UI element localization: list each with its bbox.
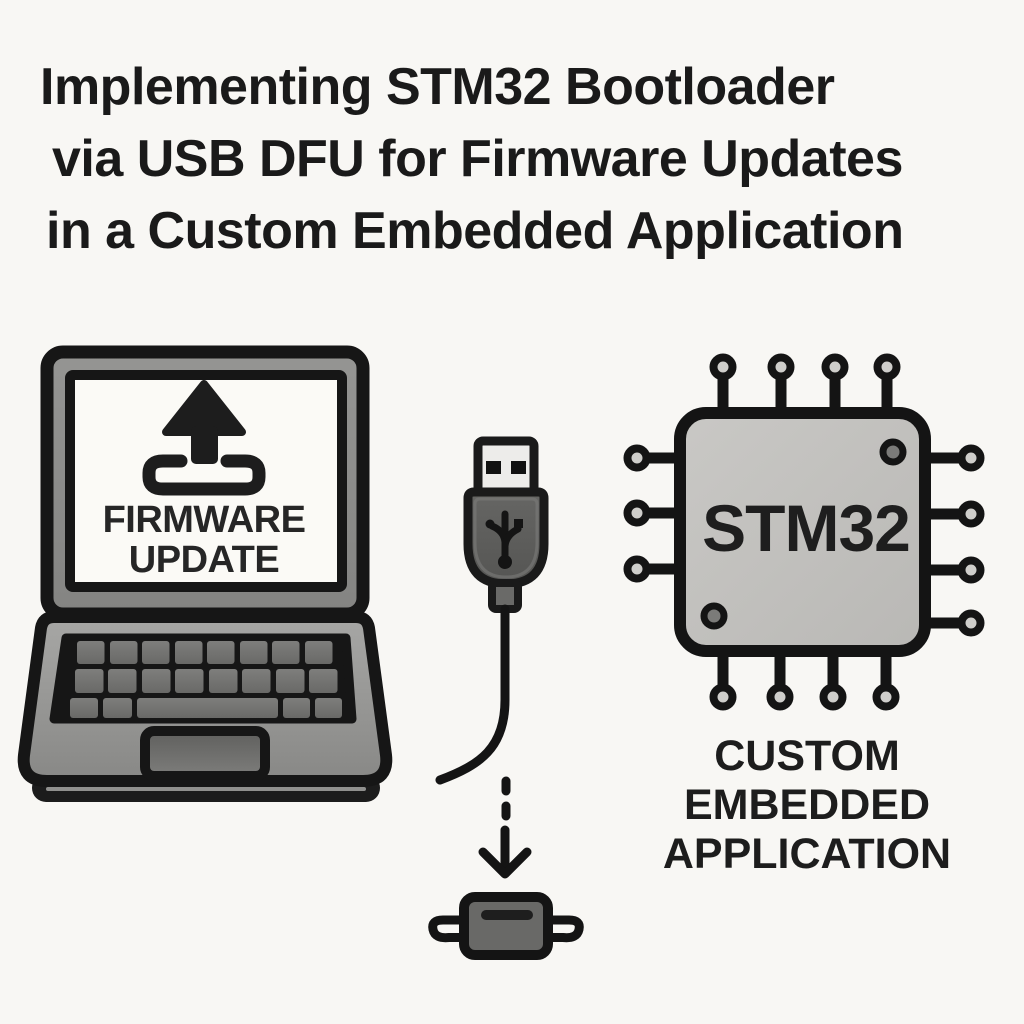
laptop-base-lip-highlight <box>46 787 366 791</box>
usb-cord <box>435 604 510 785</box>
laptop: FIRMWARE UPDATE <box>17 345 393 802</box>
title-line-2: via USB DFU for Firmware Updates <box>52 130 903 188</box>
chip-label: STM32 <box>702 491 910 565</box>
usb-plug-inner-edge <box>473 497 539 579</box>
chip-body <box>674 407 931 657</box>
chip-caption-line-2: EMBEDDED <box>684 781 930 829</box>
laptop-screen <box>65 370 347 592</box>
stm32-chip: STM32 CUSTOM EMBEDDED APPLICATION <box>623 353 985 878</box>
title-line-3: in a Custom Embedded Application <box>46 202 904 260</box>
micro-usb-connector <box>428 892 584 960</box>
upload-arrow-icon <box>142 380 266 496</box>
micro-usb-wing-right <box>541 915 584 943</box>
micro-usb-wing-left <box>428 915 471 943</box>
chip-corner-dot-top-right <box>879 438 907 466</box>
usb-trident-icon <box>485 510 523 569</box>
keyboard-keys <box>70 641 342 718</box>
chip-corner-dot-bottom-left <box>700 602 728 630</box>
firmware-label: FIRMWARE <box>103 499 306 541</box>
chip-caption-line-1: CUSTOM <box>714 732 900 780</box>
laptop-keyboard <box>49 633 357 724</box>
dashed-down-arrow-icon <box>478 776 532 879</box>
update-label: UPDATE <box>129 539 279 581</box>
laptop-trackpad <box>140 726 270 781</box>
chip-caption-line-3: APPLICATION <box>663 830 951 878</box>
title-line-1: Implementing STM32 Bootloader <box>40 58 835 116</box>
chip-pin-pads <box>623 353 985 711</box>
micro-usb-body <box>459 892 553 960</box>
usb-contact-right <box>511 461 526 474</box>
micro-usb-slot <box>481 910 533 920</box>
usb-cable <box>428 436 584 960</box>
usb-contact-left <box>486 461 501 474</box>
